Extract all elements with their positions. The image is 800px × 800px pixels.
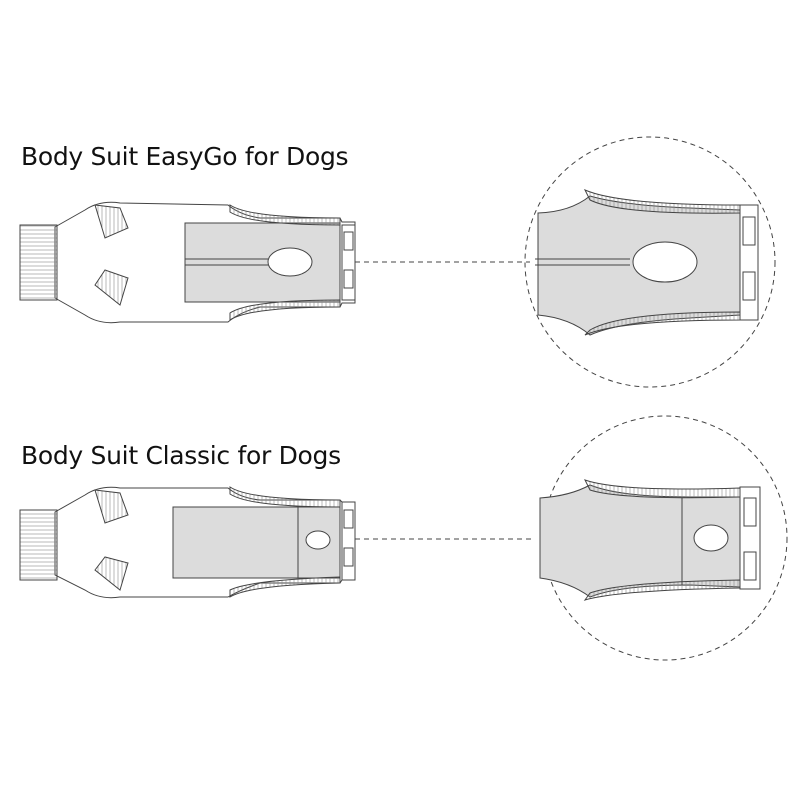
zoom-detail-circle-classic	[542, 415, 788, 661]
classic-opening	[305, 530, 331, 550]
easygo-opening	[267, 247, 313, 277]
product-title-classic: Body Suit Classic for Dogs	[21, 441, 341, 470]
front-leg-sleeve	[94, 204, 129, 239]
classic-detail-drawing	[539, 479, 761, 601]
front-leg-sleeve	[94, 269, 129, 306]
easygo-detail-drawing	[535, 189, 759, 336]
easygo-belly-panel	[184, 222, 341, 303]
neck-cuff	[19, 509, 58, 581]
classic-suit-drawing	[19, 486, 356, 599]
zoom-detail-circle-easygo	[524, 136, 776, 388]
easygo-suit-drawing	[19, 201, 356, 324]
product-title-easygo: Body Suit EasyGo for Dogs	[21, 142, 349, 171]
neck-cuff	[19, 224, 58, 301]
